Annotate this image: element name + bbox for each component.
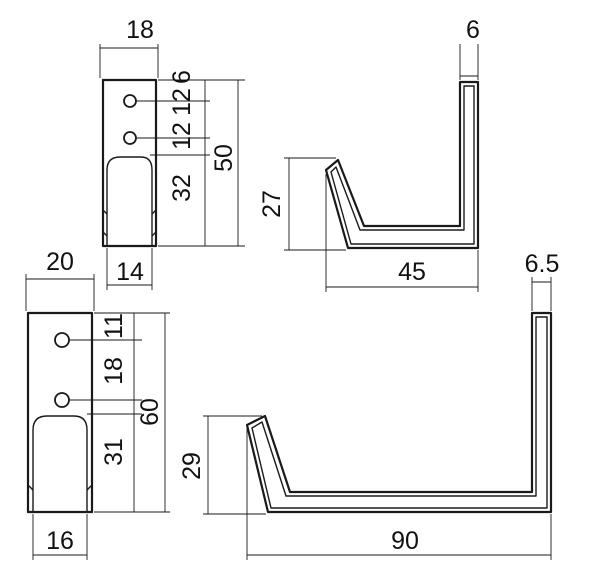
large-front-outline <box>26 311 94 514</box>
small-front-slot-height-label: 32 <box>168 174 196 202</box>
large-front-hole-spacing-label: 18 <box>100 357 128 385</box>
small-front-slot <box>106 156 153 246</box>
large-front-slot-height-label: 31 <box>100 438 128 466</box>
large-front-width-dimension <box>25 274 95 311</box>
large-side-length-dimension <box>246 428 552 560</box>
large-side-thickness-label: 6.5 <box>525 250 560 278</box>
small-front-width-label: 18 <box>126 16 154 44</box>
large-front-slot-width-dimension <box>32 514 88 560</box>
large-side-length-label: 90 <box>391 527 419 555</box>
large-front-slot-width-label: 16 <box>46 527 74 555</box>
small-front-slot-width-dimension <box>106 248 153 290</box>
large-front-width-label: 20 <box>46 248 74 276</box>
small-side-thickness-dimension <box>459 44 479 80</box>
small-side-length-dimension <box>325 174 479 292</box>
large-side-inner-line <box>251 316 548 509</box>
large-front-total-height-label: 60 <box>136 398 164 426</box>
large-front-height-dimensions <box>69 312 170 513</box>
small-side-thickness-label: 6 <box>466 16 480 44</box>
large-front-hole-bottom <box>54 392 70 408</box>
small-front-hole-to-slot-label: 12 <box>168 122 196 150</box>
small-side-length-label: 45 <box>398 258 426 286</box>
small-front-hole-offset-label: 6 <box>168 70 196 84</box>
small-side-lip-dimension <box>284 157 346 251</box>
large-side-thickness-dimension <box>531 277 552 311</box>
small-front-hole-bottom <box>123 131 137 145</box>
small-hook-side-view: 6 27 45 <box>258 16 480 292</box>
large-hook-side-view: 6.5 29 90 <box>178 250 559 560</box>
small-front-outline <box>101 78 158 248</box>
large-side-lip-label: 29 <box>178 452 206 480</box>
small-front-height-dimensions <box>136 79 245 247</box>
small-front-total-height-label: 50 <box>210 144 238 172</box>
large-side-lip-dimension <box>203 415 266 515</box>
large-side-outline <box>245 311 553 514</box>
small-front-side-rail-left <box>102 209 108 237</box>
small-front-hole-top <box>123 94 137 108</box>
small-front-side-rail-right <box>151 209 157 237</box>
small-side-outline <box>324 80 480 250</box>
small-hook-front-view: 18 12 6 12 32 50 14 <box>99 16 245 290</box>
large-hook-front-view: 20 11 18 31 60 16 <box>25 248 170 560</box>
large-front-side-rail-left <box>27 484 34 491</box>
small-front-slot-width-label: 14 <box>116 258 144 286</box>
large-front-hole-top <box>54 332 70 348</box>
large-front-slot <box>32 415 88 512</box>
small-side-inner-line <box>330 85 475 245</box>
small-front-width-dimension <box>99 44 159 78</box>
small-side-lip-label: 27 <box>258 190 286 218</box>
small-front-hole-spacing-label: 12 <box>168 88 196 116</box>
large-front-side-rail-right <box>86 484 93 491</box>
large-front-hole-offset-label: 11 <box>100 313 128 339</box>
